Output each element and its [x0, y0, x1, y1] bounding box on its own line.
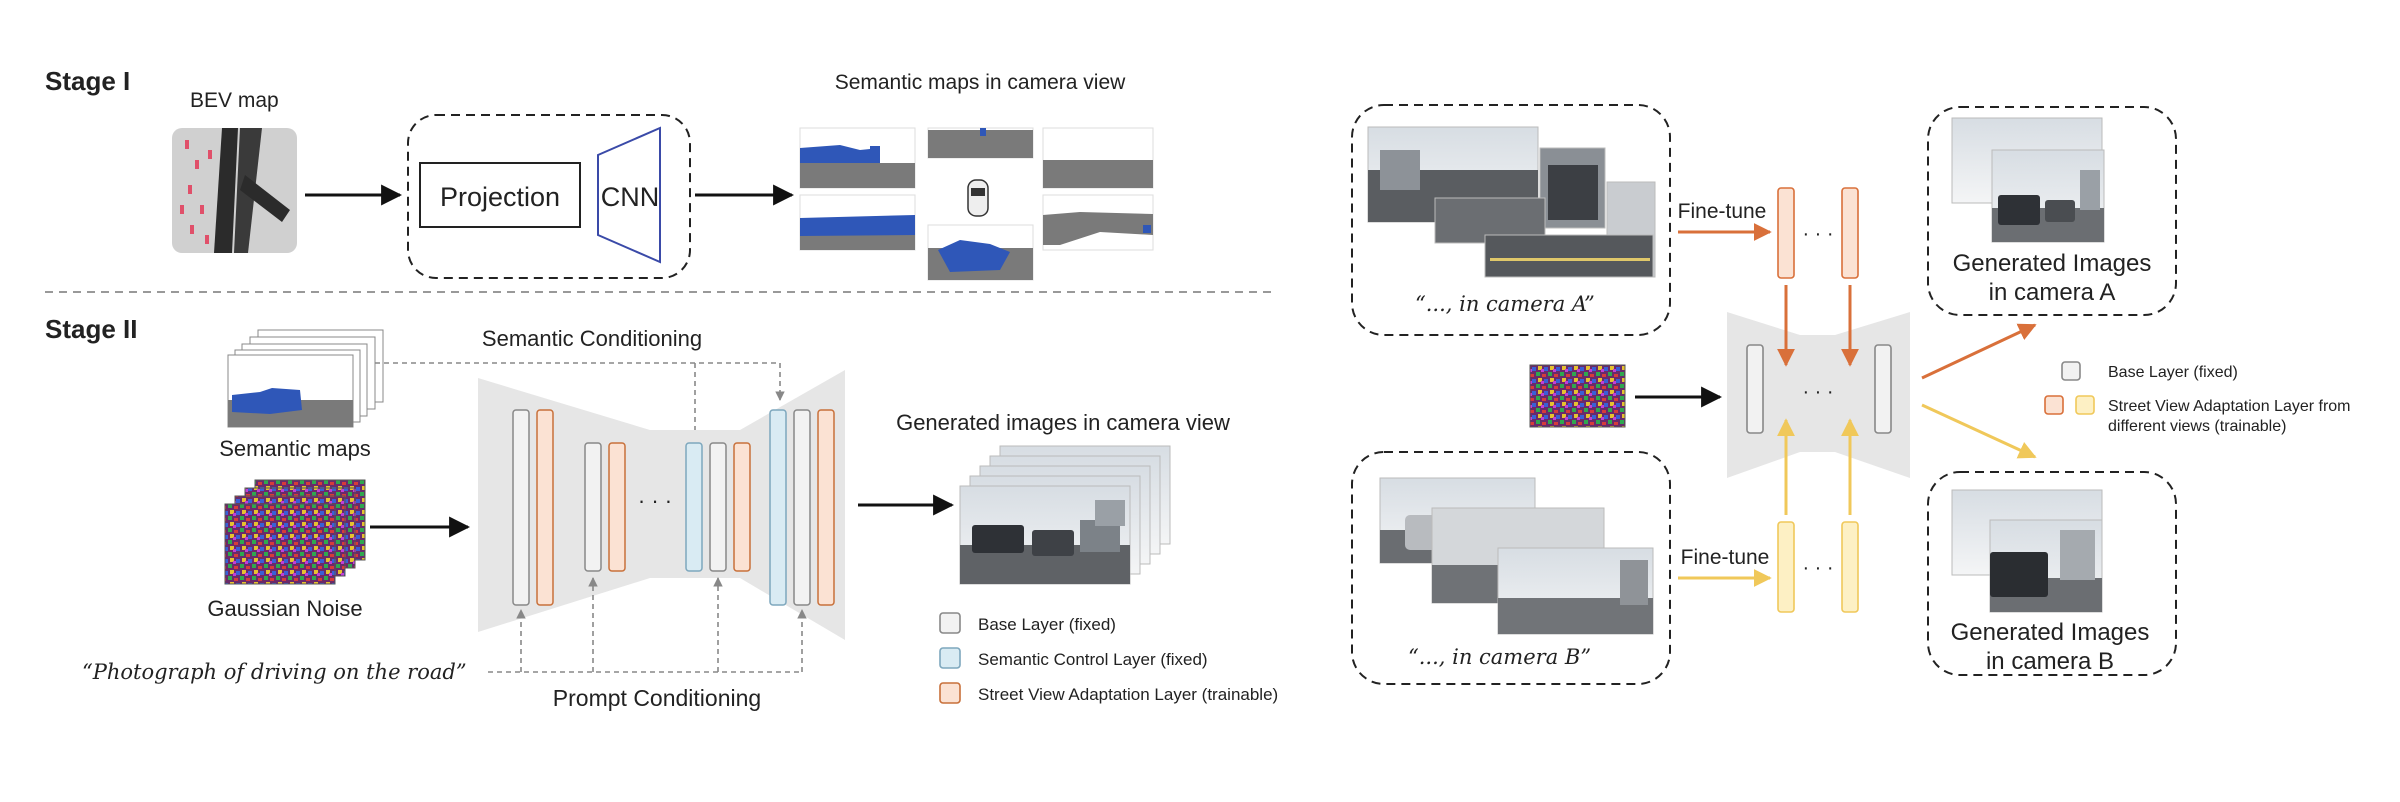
- generated-a-line2: in camera A: [1989, 279, 2116, 306]
- semantic-conditioning-label: Semantic Conditioning: [482, 326, 702, 351]
- adaptation-layer-a-left: [1777, 187, 1795, 279]
- legend-right: Base Layer (fixed) Street View Adaptatio…: [2044, 361, 2351, 435]
- unet-layers: [512, 409, 835, 606]
- projection-label: Projection: [440, 182, 560, 212]
- generated-a-images: [1951, 117, 2105, 243]
- semantic-maps-grid: [799, 127, 1154, 281]
- generated-b-group: [1927, 471, 2177, 676]
- camera-a-group: [1351, 104, 1671, 336]
- adaptation-layer-a-right: [1841, 187, 1859, 279]
- legend-label-semantic-control: Semantic Control Layer (fixed): [978, 650, 1208, 669]
- right-noise-image: [1529, 364, 1626, 428]
- generated-images-stack: [959, 445, 1171, 585]
- unet-shape: [478, 370, 845, 640]
- adaptation-layer: [608, 442, 626, 572]
- adaptation-layer: [536, 409, 554, 606]
- finetune-b-label: Fine-tune: [1681, 546, 1770, 569]
- semantic-map-back: [927, 224, 1034, 281]
- generated-images-label: Generated images in camera view: [896, 410, 1230, 435]
- legend-swatch-base: [939, 612, 961, 634]
- unet-ellipsis: · · ·: [638, 488, 672, 513]
- bev-map-image: [172, 128, 297, 253]
- semantic-map-back-left: [799, 194, 916, 251]
- right-base-layer-right: [1874, 344, 1892, 434]
- semantic-maps-stack: [227, 329, 384, 428]
- arrow-to-gen-a: [1921, 323, 2037, 380]
- legend-label-adaptation: Street View Adaptation Layer (trainable): [978, 685, 1278, 704]
- legend-label-base: Base Layer (fixed): [978, 615, 1116, 634]
- base-layer: [512, 409, 530, 606]
- generated-b-line2: in camera B: [1986, 648, 2114, 675]
- legend-right-swatch-orange: [2044, 395, 2064, 415]
- generated-b-line1: Generated Images: [1951, 619, 2150, 646]
- semantic-control-layer: [769, 409, 787, 606]
- semantic-map-front: [927, 127, 1034, 159]
- camera-a-images: [1367, 126, 1656, 278]
- base-layer: [584, 442, 602, 572]
- prompt-text: “Photograph of driving on the road”: [82, 660, 467, 684]
- semantic-map-front-left: [799, 127, 916, 189]
- adaptation-layer-b-left: [1777, 521, 1795, 613]
- cnn-label: CNN: [601, 182, 660, 212]
- adaptation-layer: [733, 442, 751, 572]
- projection-box: [419, 162, 581, 228]
- gaussian-noise-label: Gaussian Noise: [207, 596, 362, 621]
- semantic-map-back-right: [1042, 194, 1154, 251]
- adaptation-a-ellipsis: · · ·: [1802, 223, 1833, 245]
- semantic-control-layer: [685, 442, 703, 572]
- prompt-conditioning-lines: [488, 577, 807, 673]
- generated-b-images: [1951, 489, 2103, 613]
- base-layer: [793, 409, 811, 606]
- legend-right-label-base: Base Layer (fixed): [2108, 364, 2238, 381]
- generated-a-line1: Generated Images: [1953, 250, 2152, 277]
- camera-b-images: [1379, 477, 1654, 635]
- legend-right-swatch-yellow: [2075, 395, 2095, 415]
- legend-left: Base Layer (fixed) Semantic Control Laye…: [939, 612, 1278, 704]
- legend-right-label-adapt-1: Street View Adaptation Layer from: [2108, 398, 2351, 415]
- caption-camera-b: “..., in camera B”: [1408, 645, 1591, 669]
- right-base-layer-left: [1746, 344, 1764, 434]
- car-topview-icon: [967, 179, 989, 217]
- projection-cnn-module: [407, 114, 691, 279]
- semantic-maps-label: Semantic maps: [219, 436, 371, 461]
- camera-b-group: [1351, 451, 1671, 685]
- gaussian-noise-stack: [224, 479, 366, 585]
- legend-swatch-semantic-control: [939, 647, 961, 669]
- stage1-title: Stage I: [45, 66, 130, 96]
- arrow-to-gen-b: [1921, 403, 2037, 459]
- prompt-conditioning-label: Prompt Conditioning: [553, 685, 761, 711]
- legend-right-swatch-base: [2061, 361, 2081, 381]
- bev-map-label: BEV map: [190, 89, 279, 112]
- adaptation-layer-b-right: [1841, 521, 1859, 613]
- caption-camera-a: “..., in camera A”: [1415, 292, 1595, 316]
- base-layer: [709, 442, 727, 572]
- legend-right-label-adapt-2: different views (trainable): [2108, 418, 2286, 435]
- adaptation-layer: [817, 409, 835, 606]
- legend-swatch-adaptation: [939, 682, 961, 704]
- adaptation-b-ellipsis: · · ·: [1802, 557, 1833, 579]
- finetune-a-label: Fine-tune: [1678, 200, 1767, 223]
- right-unet-shape: [1727, 312, 1910, 478]
- semantic-cond-line-a: [375, 362, 785, 401]
- right-unet-ellipsis: · · ·: [1802, 381, 1833, 403]
- generated-a-group: [1927, 106, 2177, 316]
- semantic-maps-camera-label: Semantic maps in camera view: [835, 71, 1126, 94]
- stage2-title: Stage II: [45, 314, 137, 344]
- semantic-map-front-right: [1042, 127, 1154, 189]
- cnn-trapezoid: [597, 126, 661, 264]
